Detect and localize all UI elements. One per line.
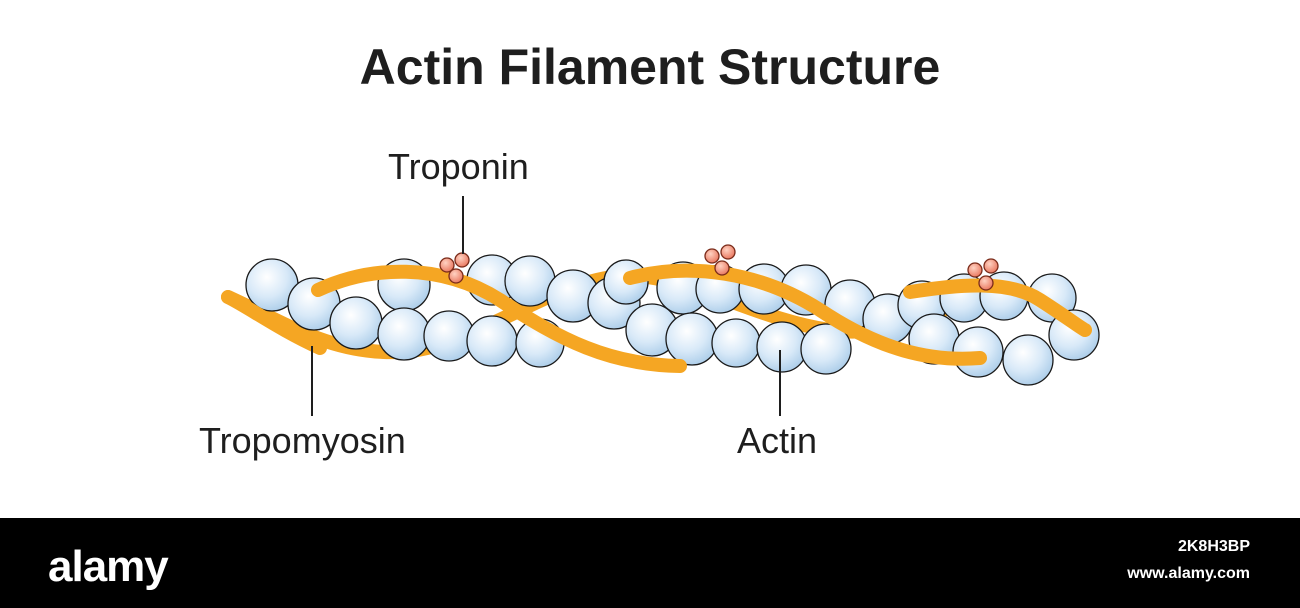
troponin-subunit (454, 252, 470, 268)
footer-bar: alamy 2K8H3BP www.alamy.com (0, 518, 1300, 608)
troponin-subunit (448, 268, 464, 284)
image-id: 2K8H3BP (1177, 538, 1250, 555)
actin-monomer (756, 321, 808, 373)
actin-monomer (800, 323, 852, 375)
actin-monomer (377, 307, 431, 361)
site-url: www.alamy.com (1127, 565, 1250, 582)
tropomyosin-front-strand-3 (903, 278, 1092, 337)
actin-monomer (711, 318, 761, 368)
troponin-subunit (714, 260, 730, 276)
actin-monomer (665, 312, 719, 366)
troponin-complex-3 (967, 258, 999, 291)
actin-monomer (466, 315, 518, 367)
troponin-label: Troponin (388, 146, 529, 187)
troponin-subunit (967, 262, 983, 278)
tropomyosin-left-tail (221, 290, 327, 355)
troponin-subunit (439, 257, 455, 273)
actin-label: Actin (737, 420, 818, 461)
tropomyosin-front-strand-1 (311, 264, 687, 373)
actin-monomer (329, 296, 383, 350)
tropomyosin-label: Tropomyosin (199, 420, 406, 461)
actin-monomer (423, 310, 475, 362)
troponin-subunit (983, 258, 999, 274)
diagram-title: Actin Filament Structure (359, 39, 941, 95)
troponin-subunit (978, 275, 994, 291)
alamy-logo: alamy (48, 542, 169, 591)
troponin-complex-2 (704, 244, 736, 276)
tropomyosin-front-strand-2 (623, 263, 987, 366)
actin-filament-diagram (221, 196, 1100, 416)
actin-monomer (1002, 334, 1054, 386)
troponin-subunit (720, 244, 736, 260)
troponin-subunit (704, 248, 720, 264)
